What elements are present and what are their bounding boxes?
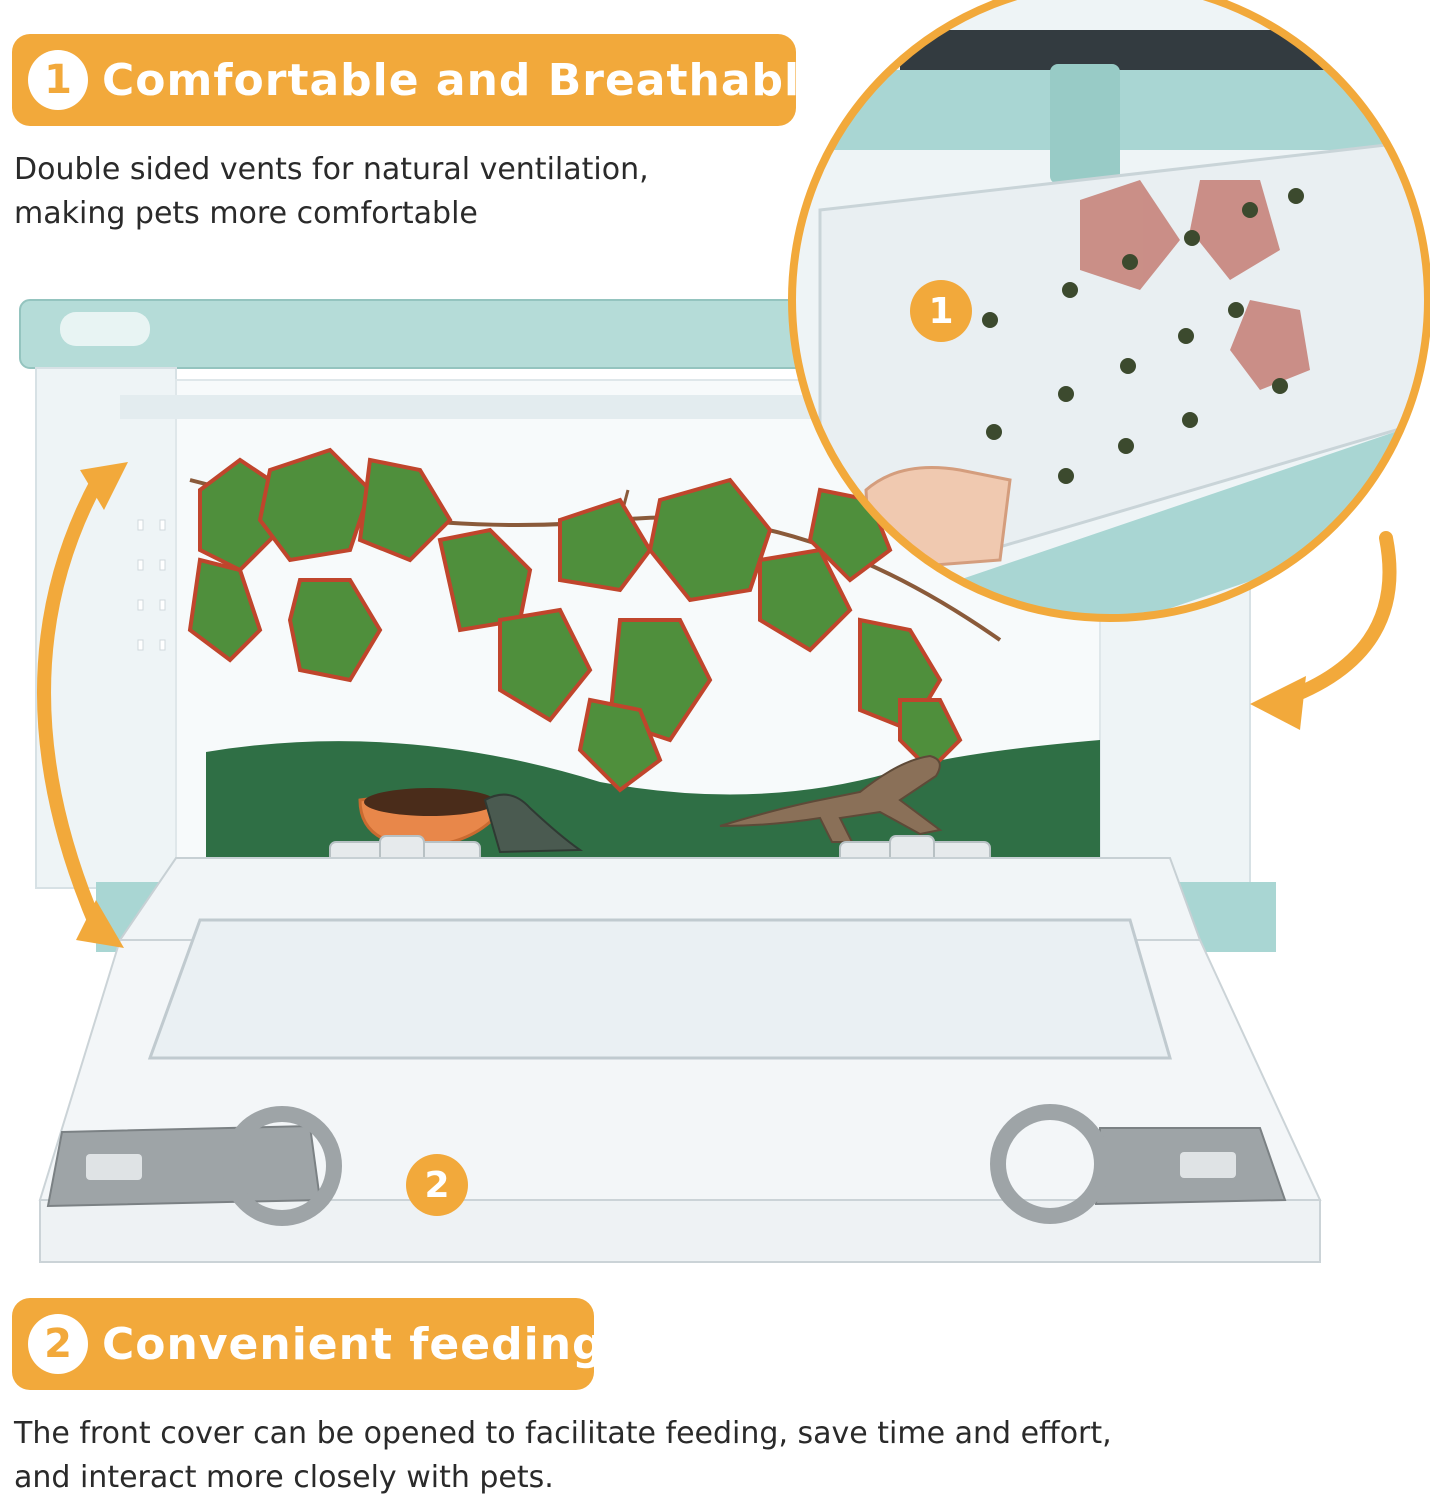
feature-banner-breathable: 1 Comfortable and Breathable xyxy=(12,34,830,126)
feature-description-feeding: The front cover can be opened to facilit… xyxy=(14,1412,1112,1500)
front-cover-marker: 2 xyxy=(406,1154,468,1216)
zoom-arrow xyxy=(1250,531,1397,730)
description-line: The front cover can be opened to facilit… xyxy=(14,1416,1112,1451)
vent-detail-zoom xyxy=(788,0,1430,622)
feature-number-badge: 1 xyxy=(28,50,88,110)
front-cover xyxy=(38,857,1322,1263)
rock-figure xyxy=(483,793,584,854)
description-line: making pets more comfortable xyxy=(14,196,478,231)
open-close-arrow xyxy=(37,462,128,948)
food-bowl xyxy=(358,788,503,848)
feature-title: Comfortable and Breathable xyxy=(102,54,831,106)
description-line: Double sided vents for natural ventilati… xyxy=(14,152,649,187)
description-line: and interact more closely with pets. xyxy=(14,1460,554,1495)
vent-marker: 1 xyxy=(910,280,972,342)
lizard-figure xyxy=(719,754,943,843)
feature-title: Convenient feeding xyxy=(102,1318,605,1370)
feature-number-badge: 2 xyxy=(28,1314,88,1374)
feature-description-breathable: Double sided vents for natural ventilati… xyxy=(14,148,649,236)
feature-banner-feeding: 2 Convenient feeding xyxy=(12,1298,604,1390)
hanging-vines xyxy=(187,447,1002,793)
